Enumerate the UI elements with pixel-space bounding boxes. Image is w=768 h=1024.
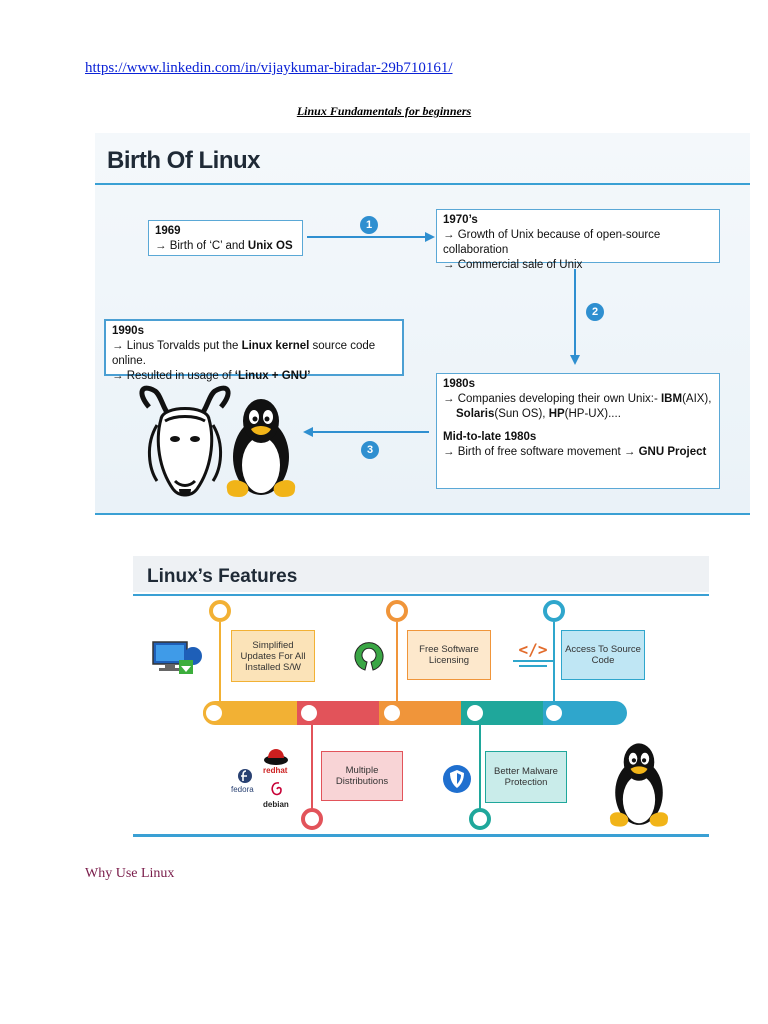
text-1970s-2: → Commercial sale of Unix (443, 259, 583, 271)
update-monitor-icon (152, 641, 202, 674)
top-ring-1 (209, 600, 231, 622)
feature-updates: Simplified Updates For All Installed S/W (231, 630, 315, 682)
feature-source-code: Access To Source Code (561, 630, 645, 680)
text-1969: → Birth of ‘C’ and Unix OS (155, 240, 293, 252)
birth-of-linux-figure: Birth Of Linux 1969 → Birth of ‘C’ and U… (95, 133, 750, 515)
arrow-1 (307, 232, 435, 242)
year-1970s: 1970’s (443, 214, 478, 226)
shield-icon (443, 765, 471, 793)
box-1969: 1969 → Birth of ‘C’ and Unix OS (148, 220, 303, 256)
timeline-node-5 (543, 702, 565, 724)
bottom-ring-1 (301, 808, 323, 830)
profile-link[interactable]: https://www.linkedin.com/in/vijaykumar-b… (85, 60, 453, 76)
linux-features-figure: Linux’s Features Simplified Updates For … (133, 556, 709, 846)
text-1970s-1: → Growth of Unix because of open-source … (443, 229, 661, 256)
box-1970s: 1970’s → Growth of Unix because of open-… (436, 209, 720, 271)
redhat-label: redhat (263, 766, 288, 775)
document-title: Linux Fundamentals for beginners (296, 104, 472, 118)
timeline-node-3 (381, 702, 403, 724)
open-source-icon (354, 642, 384, 671)
fedora-icon (238, 769, 252, 783)
step-2-badge: 2 (586, 303, 604, 321)
top-ring-3 (543, 600, 565, 622)
text-1980s-1: → Companies developing their own Unix:- … (443, 393, 712, 405)
connector-bottom-1 (311, 725, 313, 809)
debian-label: debian (263, 800, 289, 809)
title-rule (95, 183, 750, 185)
redhat-icon (264, 749, 288, 765)
fedora-label: fedora (231, 785, 254, 794)
timeline-node-1 (203, 702, 225, 724)
connector-top-1 (219, 622, 221, 702)
gnu-head-icon (139, 385, 231, 497)
features-bottom-rule (133, 834, 709, 837)
connector-bottom-2 (479, 725, 481, 809)
box-1980s: 1980s → Companies developing their own U… (436, 373, 720, 489)
timeline-node-4 (464, 702, 486, 724)
text-1990s-1: → Linus Torvalds put the Linux kernel so… (112, 340, 376, 367)
step-1-badge: 1 (360, 216, 378, 234)
why-use-linux-heading: Why Use Linux (85, 866, 175, 881)
birth-title: Birth Of Linux (107, 147, 260, 174)
top-ring-2 (386, 600, 408, 622)
timeline-node-2 (298, 702, 320, 724)
feature-malware-protection: Better Malware Protection (485, 751, 567, 803)
tux-penguin-icon (609, 743, 669, 827)
box-1990s: 1990s → Linus Torvalds put the Linux ker… (104, 319, 404, 382)
tux-penguin-icon (226, 399, 296, 497)
year-1990s: 1990s (112, 325, 144, 337)
bottom-rule (95, 513, 750, 515)
connector-top-2 (396, 622, 398, 702)
text-1980s-2: Solaris(Sun OS), HP(HP-UX).... (456, 408, 621, 420)
code-tag-icon: </> (513, 640, 553, 670)
text-1990s-2: → Resulted in usage of ‘Linux + GNU’ (112, 370, 311, 382)
year-1980s: 1980s (443, 378, 475, 390)
year-1969: 1969 (155, 225, 181, 237)
bottom-ring-2 (469, 808, 491, 830)
connector-top-3 (553, 622, 555, 702)
debian-icon (271, 782, 282, 796)
step-3-badge: 3 (361, 441, 379, 459)
features-title: Linux’s Features (147, 566, 298, 587)
feature-distributions: Multiple Distributions (321, 751, 403, 801)
arrow-2 (570, 269, 580, 365)
text-1980s-3: → Birth of free software movement → GNU … (443, 446, 707, 458)
sub-1980s: Mid-to-late 1980s (443, 431, 537, 443)
arrow-3 (303, 427, 429, 437)
features-header-band (133, 556, 709, 592)
feature-free-licensing: Free Software Licensing (407, 630, 491, 680)
features-title-rule (133, 594, 709, 596)
